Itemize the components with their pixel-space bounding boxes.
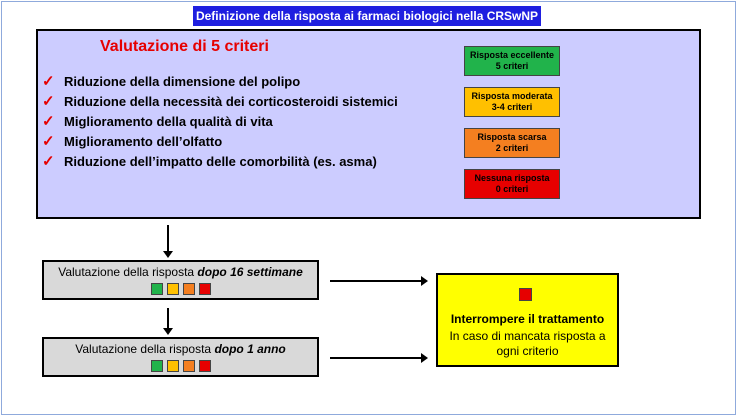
stop-description: In caso di mancata risposta a ogni crite…	[449, 329, 606, 358]
evaluation-16-weeks: Valutazione della risposta dopo 16 setti…	[42, 260, 319, 300]
square-orange	[182, 283, 195, 295]
criterion-label: Riduzione della dimensione del polipo	[64, 73, 301, 89]
evaluation-text: Valutazione della risposta dopo 1 anno	[75, 342, 286, 356]
checkmark-icon: ✓	[42, 113, 55, 130]
criterion-item: ✓ Riduzione dell’impatto delle comorbili…	[42, 151, 398, 171]
criterion-item: ✓ Miglioramento dell’olfatto	[42, 131, 398, 151]
evaluation-1-year: Valutazione della risposta dopo 1 anno	[42, 337, 319, 377]
criterion-label: Riduzione della necessità dei corticoste…	[64, 93, 398, 109]
slide-title: Definizione della risposta ai farmaci bi…	[193, 6, 541, 26]
checkmark-icon: ✓	[42, 153, 55, 170]
legend-label: Risposta moderata	[471, 91, 553, 101]
legend-label: Nessuna risposta	[474, 173, 550, 183]
legend-criteria: 0 criteri	[495, 184, 529, 194]
response-squares	[44, 360, 317, 372]
square-green	[150, 360, 163, 372]
square-yellow	[166, 360, 179, 372]
legend-none: Nessuna risposta 0 criteri	[464, 169, 560, 199]
square-yellow	[166, 283, 179, 295]
legend-moderate: Risposta moderata 3-4 criteri	[464, 87, 560, 117]
checkmark-icon: ✓	[42, 73, 55, 90]
criteria-panel: Valutazione di 5 criteri ✓ Riduzione del…	[36, 29, 701, 219]
criterion-item: ✓ Riduzione della necessità dei corticos…	[42, 91, 398, 111]
legend-criteria: 5 criteri	[495, 61, 529, 71]
square-green	[150, 283, 163, 295]
checkmark-icon: ✓	[42, 133, 55, 150]
checkmark-icon: ✓	[42, 93, 55, 110]
legend-criteria: 3-4 criteri	[491, 102, 533, 112]
legend-label: Risposta eccellente	[469, 50, 555, 60]
criterion-label: Miglioramento dell’olfatto	[64, 133, 223, 149]
arrow-right-connector	[330, 353, 428, 363]
evaluation-text: Valutazione della risposta dopo 16 setti…	[58, 265, 303, 279]
arrow-down-connector	[163, 308, 173, 335]
response-squares	[44, 283, 317, 295]
legend-poor: Risposta scarsa 2 criteri	[464, 128, 560, 158]
square-orange	[182, 360, 195, 372]
red-marker-square	[519, 288, 532, 301]
stop-title: Interrompere il trattamento	[450, 312, 605, 326]
legend-criteria: 2 criteri	[495, 143, 529, 153]
legend-label: Risposta scarsa	[477, 132, 547, 142]
arrow-right-connector	[330, 276, 428, 286]
legend-excellent: Risposta eccellente 5 criteri	[464, 46, 560, 76]
criteria-list: ✓ Riduzione della dimensione del polipo …	[42, 71, 398, 171]
criterion-label: Riduzione dell’impatto delle comorbilità…	[64, 153, 377, 169]
criteria-heading: Valutazione di 5 criteri	[100, 38, 269, 55]
square-red	[198, 360, 211, 372]
criterion-item: ✓ Miglioramento della qualità di vita	[42, 111, 398, 131]
stop-treatment-box: Interrompere il trattamento In caso di m…	[436, 273, 619, 367]
square-red	[198, 283, 211, 295]
arrow-down-connector	[163, 225, 173, 258]
criterion-label: Miglioramento della qualità di vita	[64, 113, 273, 129]
criterion-item: ✓ Riduzione della dimensione del polipo	[42, 71, 398, 91]
